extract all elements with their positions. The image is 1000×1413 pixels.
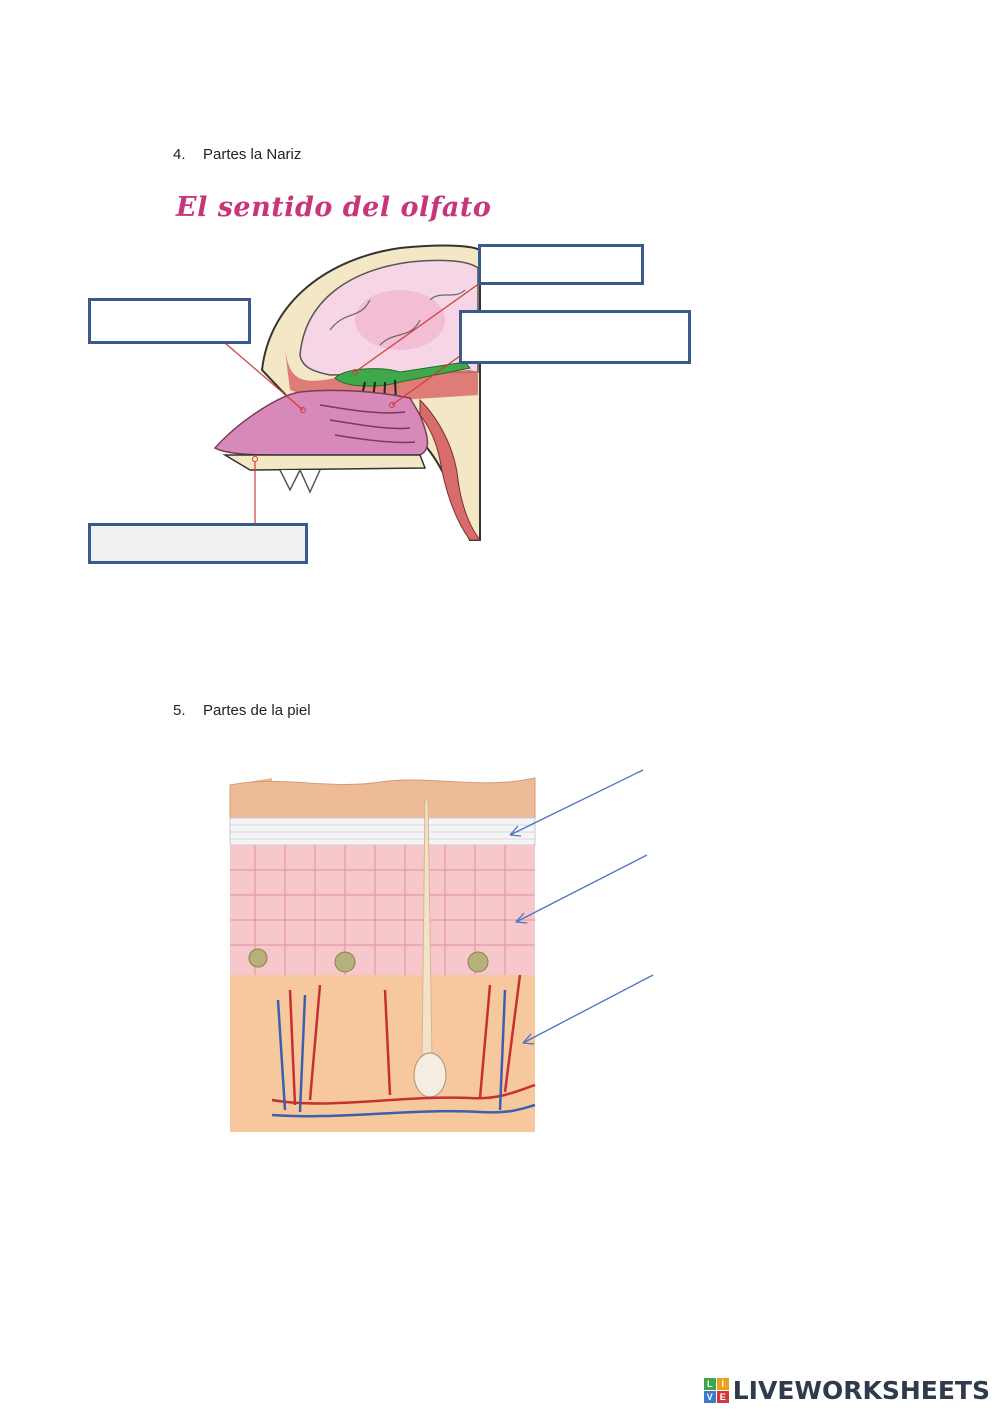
question-4-number: 4. xyxy=(173,146,186,163)
throat xyxy=(419,398,482,541)
logo-letter: E xyxy=(716,1391,729,1403)
logo-text: LIVEWORKSHEETS xyxy=(732,1376,990,1405)
brain-highlight xyxy=(355,290,445,350)
dermis xyxy=(230,975,535,1132)
logo-letter: I xyxy=(716,1378,729,1390)
question-4-text: Partes la Nariz xyxy=(203,146,302,163)
question-4-title: 4. Partes la Nariz xyxy=(173,146,301,163)
blood-vessels xyxy=(271,974,536,1118)
teeth xyxy=(279,468,321,494)
answer-box-nose-4[interactable] xyxy=(88,523,308,564)
liveworksheets-logo: L I V E LIVEWORKSHEETS xyxy=(703,1376,990,1405)
melanocyte xyxy=(334,951,356,973)
nose-diagram-title: El sentido del olfato xyxy=(176,192,492,223)
epidermis-cells xyxy=(230,845,535,975)
answer-box-nose-3[interactable] xyxy=(459,310,691,364)
answer-box-nose-1[interactable] xyxy=(478,244,644,285)
palate xyxy=(222,454,427,471)
question-5-text: Partes de la piel xyxy=(203,702,311,719)
arrow-epidermis-top xyxy=(509,769,644,836)
question-5-number: 5. xyxy=(173,702,186,719)
logo-letter: L xyxy=(703,1378,716,1390)
arrow-epidermis xyxy=(515,854,648,923)
leader-line-brain xyxy=(354,282,481,373)
skin-surface xyxy=(229,777,536,819)
leader-line-cavity xyxy=(224,342,304,411)
sweat-gland xyxy=(413,1052,447,1098)
answer-box-nose-2[interactable] xyxy=(88,298,251,344)
melanocyte xyxy=(248,948,268,968)
logo-letter: V xyxy=(703,1391,716,1403)
question-5-title: 5. Partes de la piel xyxy=(173,702,311,719)
label-arrows xyxy=(509,769,654,1045)
melanocyte xyxy=(467,951,489,973)
epidermis xyxy=(230,845,535,975)
arrow-dermis xyxy=(522,974,654,1044)
logo-badge: L I V E xyxy=(703,1378,729,1403)
